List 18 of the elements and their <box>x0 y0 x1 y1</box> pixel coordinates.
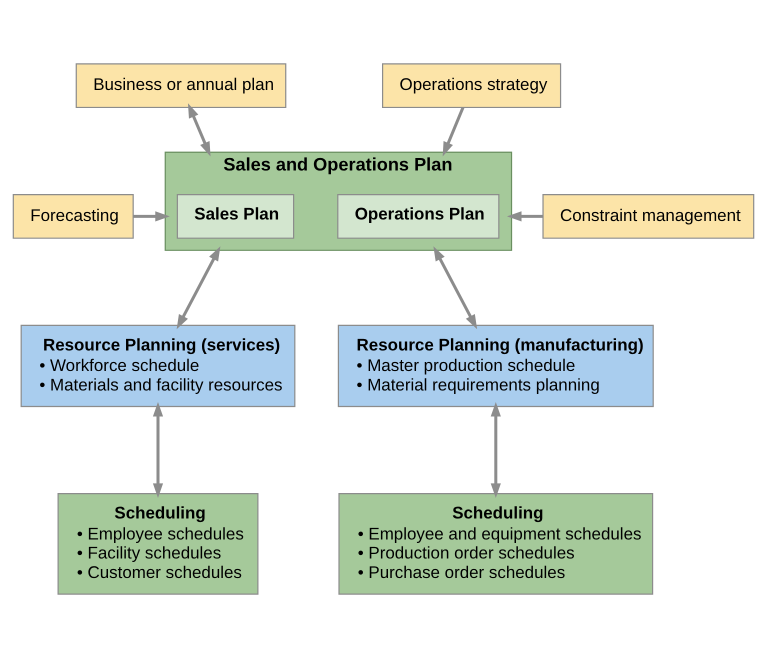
node-box: Constraint management <box>542 194 754 238</box>
node-box: Business or annual plan <box>76 62 286 108</box>
arrow <box>176 246 220 329</box>
node-box: Forecasting <box>12 194 134 238</box>
arrow <box>490 401 501 498</box>
arrow <box>433 246 478 329</box>
node-box: Resource Planning (services) • Workforce schedule • Materials and facility resources <box>20 324 296 407</box>
arrow <box>134 210 170 221</box>
arrow <box>506 210 543 221</box>
node-box: Operations Plan <box>337 194 500 238</box>
node-box: Resource Planning (manufacturing) • Master production schedule • Material requirements planning <box>338 324 654 407</box>
node-box: Scheduling • Employee schedules • Facility schedules • Customer schedules <box>58 492 258 594</box>
arrow <box>152 401 164 498</box>
arrow <box>442 106 464 156</box>
node-box: Scheduling • Employee and equipment schedules • Production order schedules • Purchase order schedules <box>338 492 654 594</box>
node-box: Operations strategy <box>382 62 562 108</box>
arrow <box>188 102 211 156</box>
node-box: Sales Plan <box>176 194 294 238</box>
